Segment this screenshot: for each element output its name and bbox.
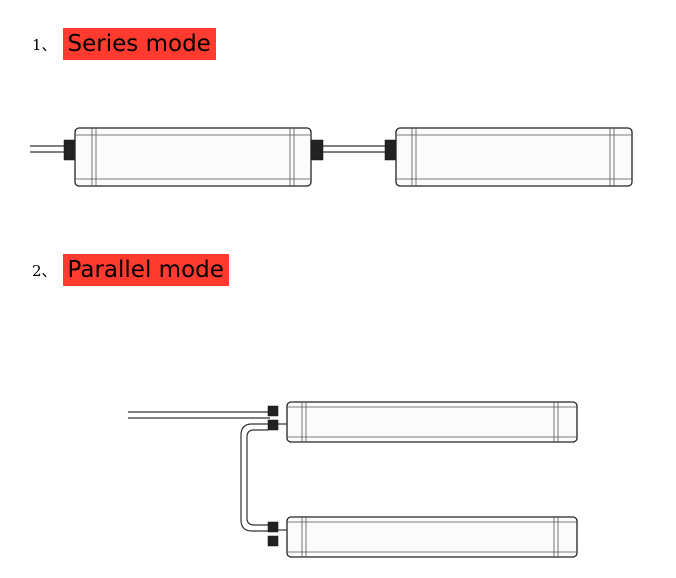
parallel-mode-heading: 2、 Parallel mode	[32, 254, 229, 286]
series-fixture-2	[384, 127, 633, 187]
section-title: Series mode	[62, 28, 216, 60]
series-diagram	[30, 127, 633, 187]
series-mode-heading: 1、 Series mode	[32, 28, 216, 60]
section-number: 2、	[32, 261, 57, 280]
section-title: Parallel mode	[62, 254, 229, 286]
parallel-branch-cable	[240, 423, 268, 532]
series-link-cable	[323, 145, 386, 153]
parallel-diagram	[128, 401, 578, 558]
series-fixture-1	[63, 127, 324, 187]
parallel-input-cable	[128, 411, 270, 419]
parallel-fixture-top	[267, 401, 578, 443]
section-number: 1、	[32, 35, 57, 54]
series-input-cable	[30, 145, 66, 153]
parallel-fixture-bottom	[267, 516, 578, 558]
